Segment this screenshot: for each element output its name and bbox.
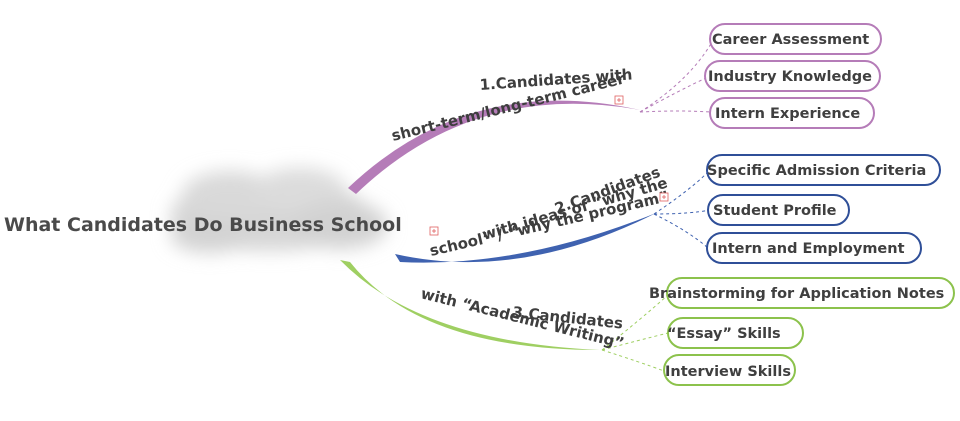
leaf-box-career-assessment[interactable]	[709, 23, 882, 55]
leaf-intern-experience: Intern Experience	[715, 106, 860, 122]
leaf-box-brainstorming[interactable]	[666, 277, 955, 309]
connectors-career	[639, 41, 713, 113]
leaf-brainstorming: Brainstorming for Application Notes	[649, 286, 944, 302]
connectors-writing	[601, 294, 669, 372]
leaf-box-specific-admission-criteria[interactable]	[706, 154, 941, 186]
leaf-box-student-profile[interactable]	[707, 194, 850, 226]
connectors-why	[653, 171, 711, 249]
branch-ribbon-career	[348, 100, 640, 194]
cloud-icon	[170, 168, 388, 253]
leaf-intern-and-employment: Intern and Employment	[712, 241, 905, 257]
leaf-box-intern-and-employment[interactable]	[706, 232, 922, 264]
leaf-box-essay-skills[interactable]	[667, 317, 804, 349]
leaf-industry-knowledge: Industry Knowledge	[708, 69, 872, 85]
plus-square-icon[interactable]	[429, 226, 439, 236]
branch-label-why: 2.Candidates with ideas of “why the scho…	[428, 163, 671, 260]
plus-square-icon[interactable]	[614, 95, 624, 105]
leaf-box-industry-knowledge[interactable]	[704, 60, 881, 92]
branch-label-career: 1.Candidates with short-term/long-term c…	[390, 65, 633, 145]
branch-label-writing: 3.Candidates with “Academic Writing”	[419, 284, 626, 352]
root-topic[interactable]: What Candidates Do Business School	[4, 214, 402, 236]
leaf-career-assessment: Career Assessment	[712, 32, 869, 48]
leaf-interview-skills: Interview Skills	[665, 364, 791, 380]
leaf-student-profile: Student Profile	[713, 203, 837, 219]
leaf-box-intern-experience[interactable]	[709, 97, 875, 129]
leaf-box-interview-skills[interactable]	[663, 354, 796, 386]
branch-ribbon-why	[395, 213, 656, 263]
plus-square-icon[interactable]	[659, 192, 669, 202]
leaf-essay-skills: “Essay” Skills	[667, 326, 781, 342]
leaf-specific-admission-criteria: Specific Admission Criteria	[707, 163, 926, 179]
branch-ribbon-writing	[340, 260, 600, 350]
